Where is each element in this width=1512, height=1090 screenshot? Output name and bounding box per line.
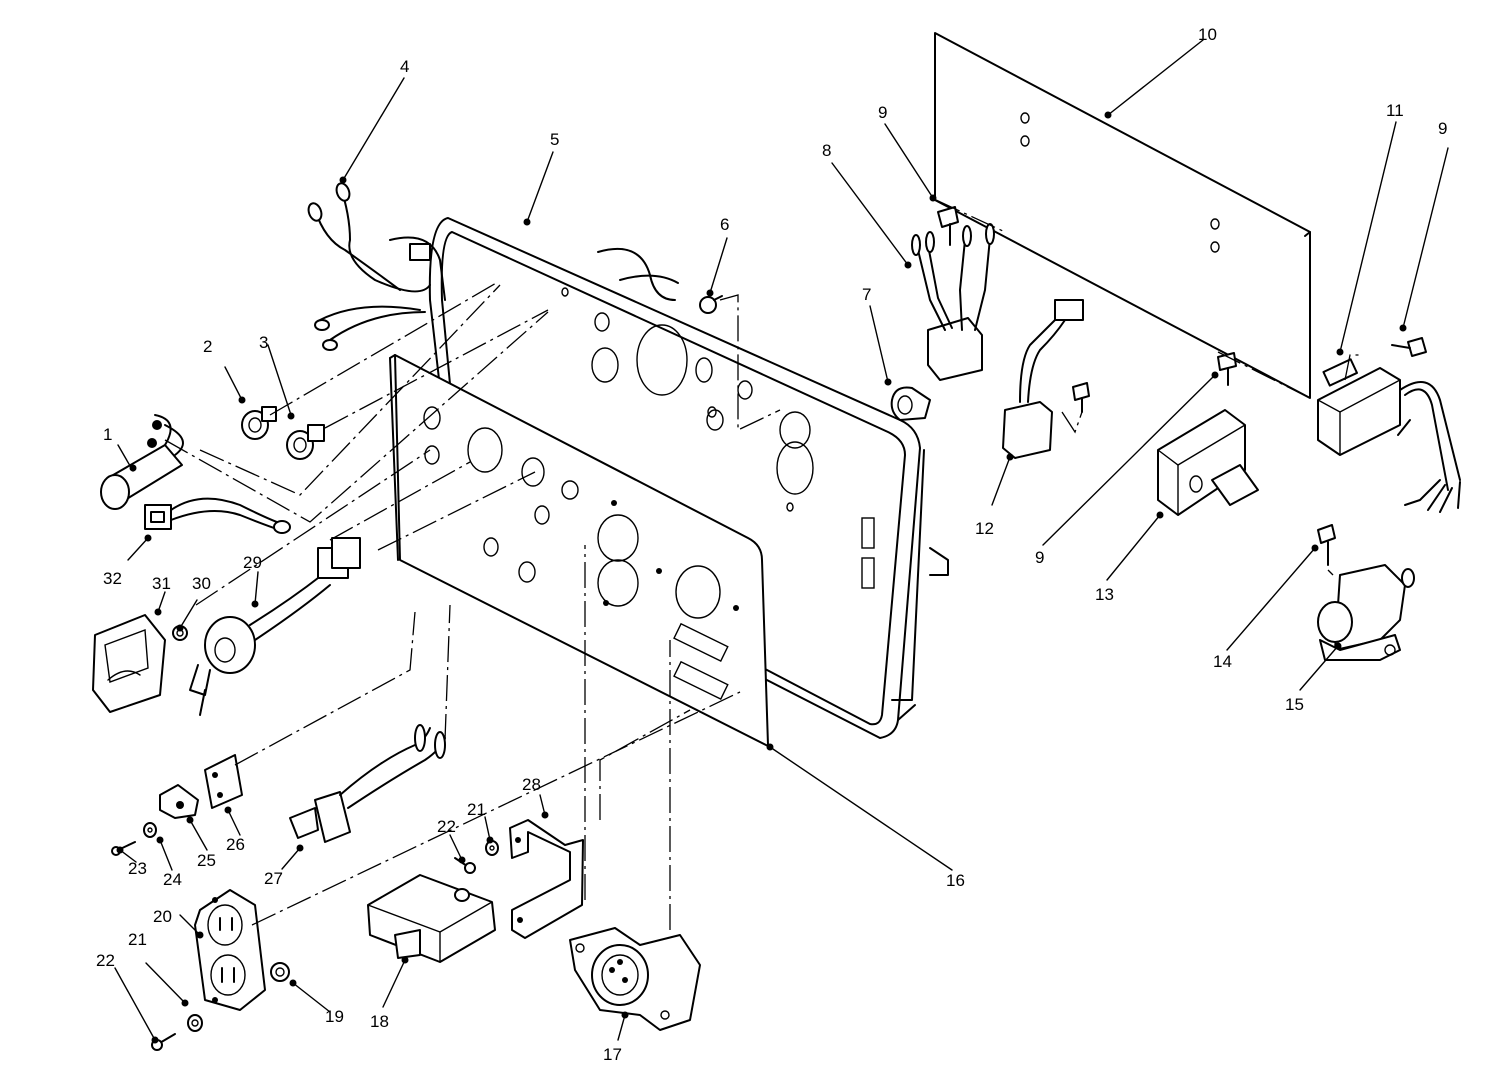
callout-9b: 9 (1438, 119, 1447, 138)
toggle-switch-27 (289, 724, 446, 843)
callout-12: 12 (975, 519, 994, 538)
meter-31 (92, 614, 166, 713)
washer-21-lower (187, 1014, 203, 1032)
screw-14 (1317, 524, 1336, 566)
callout-18: 18 (370, 1012, 389, 1031)
duplex-receptacle (194, 889, 266, 1011)
alignment-lines (164, 199, 1362, 930)
callout-11: 11 (1386, 101, 1404, 120)
callout-3: 3 (259, 333, 268, 352)
callout-10: 10 (1198, 25, 1217, 44)
callout-26: 26 (226, 835, 245, 854)
callout-7: 7 (862, 285, 871, 304)
twist-lock-receptacle (569, 927, 701, 1031)
terminal-block-25 (159, 784, 199, 819)
callout-labels: 1 2 3 4 5 6 7 8 9 9 9 10 11 12 13 14 15 … (96, 25, 1447, 1064)
callout-2: 2 (203, 337, 212, 356)
indicator-lamp-2 (241, 406, 277, 440)
callout-28: 28 (522, 775, 541, 794)
callout-21b: 21 (128, 930, 147, 949)
cable-clamp (890, 386, 931, 421)
relay-12 (1002, 299, 1084, 459)
callout-30: 30 (192, 574, 211, 593)
screw-22-upper (454, 857, 476, 874)
callout-4: 4 (400, 57, 409, 76)
screw-6 (699, 295, 723, 314)
callout-32: 32 (103, 569, 122, 588)
bolt-9-middle (1217, 352, 1237, 386)
module-11 (1317, 358, 1461, 513)
callout-29: 29 (243, 553, 262, 572)
callout-19: 19 (325, 1007, 344, 1026)
rectifier (911, 223, 995, 381)
circuit-breaker (367, 874, 496, 963)
nut-19 (270, 962, 290, 982)
bolt-12 (1072, 382, 1090, 413)
washer-21-upper (485, 840, 499, 856)
callout-23: 23 (128, 859, 147, 878)
callout-13: 13 (1095, 585, 1114, 604)
callout-21a: 21 (467, 800, 486, 819)
callout-27: 27 (264, 869, 283, 888)
indicator-lamp-3 (286, 424, 325, 460)
back-panel-plate (934, 32, 1311, 399)
callout-15: 15 (1285, 695, 1304, 714)
callout-31: 31 (152, 574, 171, 593)
rear-panel-housing (428, 217, 949, 739)
callout-5: 5 (550, 130, 559, 149)
callout-1: 1 (103, 425, 112, 444)
starter-solenoid (1317, 564, 1415, 661)
toggle-switch-32 (144, 497, 291, 534)
fuse-holder (100, 414, 184, 510)
callout-6: 6 (720, 215, 729, 234)
bolt-9-right (1391, 337, 1427, 357)
bolt-9-upper (937, 206, 959, 246)
mounting-bracket (509, 819, 584, 939)
callout-20: 20 (153, 907, 172, 926)
callout-16: 16 (946, 871, 965, 890)
terminal-block-26 (204, 754, 243, 809)
callout-25: 25 (197, 851, 216, 870)
washer-24 (143, 822, 157, 838)
leader-dots (116, 111, 1407, 1044)
voltage-regulator (1157, 409, 1259, 516)
callout-22a: 22 (437, 817, 456, 836)
callout-14: 14 (1213, 652, 1232, 671)
leader-lines (114, 39, 1449, 1041)
callout-17: 17 (603, 1045, 622, 1064)
ignition-switch (189, 537, 361, 716)
callout-9c: 9 (1035, 548, 1044, 567)
wiring-harness (307, 182, 679, 351)
callout-22b: 22 (96, 951, 115, 970)
callout-9a: 9 (878, 103, 887, 122)
callout-8: 8 (822, 141, 831, 160)
callout-24: 24 (163, 870, 182, 889)
